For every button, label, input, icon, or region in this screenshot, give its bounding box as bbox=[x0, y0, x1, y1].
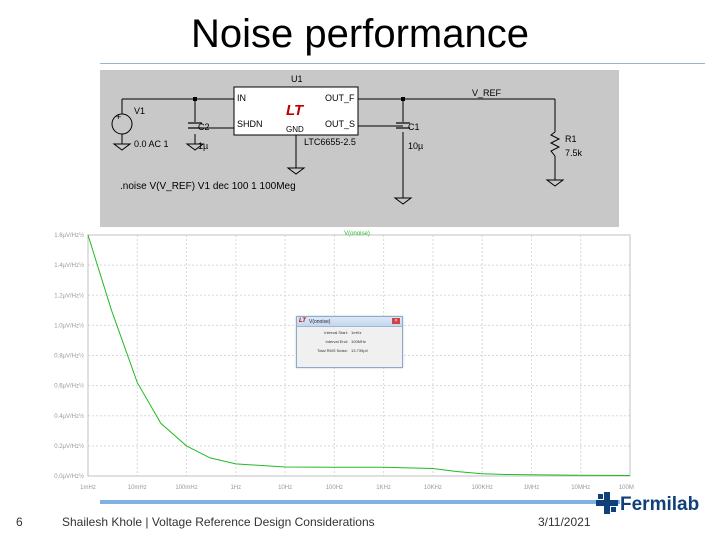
r1-value: 7.5k bbox=[565, 148, 583, 158]
footer-divider bbox=[100, 500, 620, 504]
ltspice-schematic[interactable]: U1 IN SHDN GND OUT_F OUT_S LT LTC6655-2.… bbox=[100, 70, 619, 227]
v1-label: V1 bbox=[134, 106, 145, 116]
interval-end-value: 100MHz bbox=[351, 339, 366, 344]
u1-body[interactable] bbox=[233, 86, 359, 136]
x-tick-label: 1KHz bbox=[376, 485, 391, 491]
lt-logo: LT bbox=[286, 102, 305, 119]
schematic-drawing: U1 IN SHDN GND OUT_F OUT_S LT LTC6655-2.… bbox=[111, 74, 583, 205]
c2-label: C2 bbox=[198, 122, 210, 132]
schematic-wires bbox=[121, 98, 556, 198]
r1-label: R1 bbox=[565, 134, 577, 144]
dialog-row-total-rms: Total RMS Noise: 13.739µV bbox=[297, 345, 402, 354]
x-tick-label: 10KHz bbox=[424, 485, 442, 491]
pin-in-label: IN bbox=[237, 93, 246, 103]
x-tick-label: 1mHz bbox=[80, 485, 96, 491]
y-tick-label: 0.6µV/Hz½ bbox=[54, 383, 84, 390]
pin-gnd-label: GND bbox=[286, 125, 304, 134]
dialog-row-interval-start: Interval Start: 1mHz bbox=[297, 327, 402, 336]
slide-number: 6 bbox=[16, 515, 23, 529]
x-tick-label: 100MHz bbox=[619, 485, 634, 491]
c2-capacitor[interactable] bbox=[188, 122, 202, 129]
total-rms-label: Total RMS Noise: bbox=[317, 348, 348, 353]
spice-directive[interactable]: .noise V(V_REF) V1 dec 100 1 100Meg bbox=[120, 181, 296, 192]
y-tick-label: 1.6µV/Hz½ bbox=[54, 232, 84, 239]
pin-out-s-label: OUT_S bbox=[325, 119, 355, 129]
u1-label: U1 bbox=[291, 74, 303, 84]
pin-out-f-label: OUT_F bbox=[325, 93, 355, 103]
x-tick-label: 10MHz bbox=[571, 485, 590, 491]
r1-resistor[interactable] bbox=[549, 131, 561, 157]
x-tick-label: 100Hz bbox=[326, 485, 343, 491]
dialog-title: V(onoise) bbox=[309, 319, 331, 325]
junction-dots bbox=[193, 97, 405, 101]
x-tick-label: 10Hz bbox=[278, 485, 292, 491]
x-tick-label: 1Hz bbox=[230, 485, 241, 491]
fermilab-logo: Fermilab bbox=[596, 490, 708, 516]
y-tick-label: 0.4µV/Hz½ bbox=[54, 413, 84, 420]
footer-date: 3/11/2021 bbox=[538, 515, 591, 529]
title-divider bbox=[100, 63, 705, 64]
y-tick-label: 1.4µV/Hz½ bbox=[54, 262, 84, 269]
c1-value: 10µ bbox=[408, 141, 423, 151]
v1-source[interactable] bbox=[111, 113, 133, 135]
series-legend-label: V(onoise) bbox=[344, 231, 370, 237]
y-tick-label: 0.2µV/Hz½ bbox=[54, 443, 84, 450]
dialog-titlebar[interactable]: LT V(onoise) × bbox=[297, 317, 402, 327]
x-tick-label: 10mHz bbox=[128, 485, 147, 491]
c1-label: C1 bbox=[408, 122, 420, 132]
x-tick-label: 1MHz bbox=[524, 485, 540, 491]
y-tick-label: 0.0µV/Hz½ bbox=[54, 473, 84, 480]
plot-frame bbox=[87, 234, 631, 477]
lt-app-icon: LT bbox=[299, 318, 306, 324]
ground-symbols bbox=[112, 143, 565, 205]
interval-start-label: Interval Start: bbox=[324, 330, 348, 335]
pin-shdn-label: SHDN bbox=[237, 119, 263, 129]
fermilab-wordmark: Fermilab bbox=[620, 494, 700, 515]
y-tick-label: 1.2µV/Hz½ bbox=[54, 292, 84, 299]
net-label-vref: V_REF bbox=[472, 88, 502, 98]
c2-value: 1µ bbox=[198, 141, 208, 151]
v1-plus-sign: + bbox=[116, 112, 121, 122]
close-icon[interactable]: × bbox=[392, 318, 400, 324]
y-tick-label: 1.0µV/Hz½ bbox=[54, 322, 84, 329]
v1-value: 0.0 AC 1 bbox=[134, 139, 169, 149]
c1-capacitor[interactable] bbox=[396, 122, 410, 129]
dialog-row-interval-end: Interval End: 100MHz bbox=[297, 336, 402, 345]
fermilab-mark-icon bbox=[596, 492, 618, 514]
interval-end-label: Interval End: bbox=[325, 339, 348, 344]
y-tick-label: 0.8µV/Hz½ bbox=[54, 353, 84, 360]
slide-title: Noise performance bbox=[191, 12, 529, 56]
x-tick-label: 100KHz bbox=[472, 485, 493, 491]
part-label: LTC6655-2.5 bbox=[304, 137, 356, 147]
footer-text: Shailesh Khole | Voltage Reference Desig… bbox=[62, 515, 375, 529]
total-rms-value: 13.739µV bbox=[351, 348, 369, 353]
series-line-v-onoise bbox=[87, 234, 631, 476]
noise-plot-svg: 1mHz 10mHz 100mHz 1Hz 10Hz 100Hz 1KHz 10KHz 100K… bbox=[54, 231, 634, 491]
interval-start-value: 1mHz bbox=[351, 330, 362, 335]
rms-noise-dialog[interactable]: LT V(onoise) × Interval Start: 1mHz Inte… bbox=[296, 316, 403, 368]
x-tick-label: 100mHz bbox=[175, 485, 197, 491]
